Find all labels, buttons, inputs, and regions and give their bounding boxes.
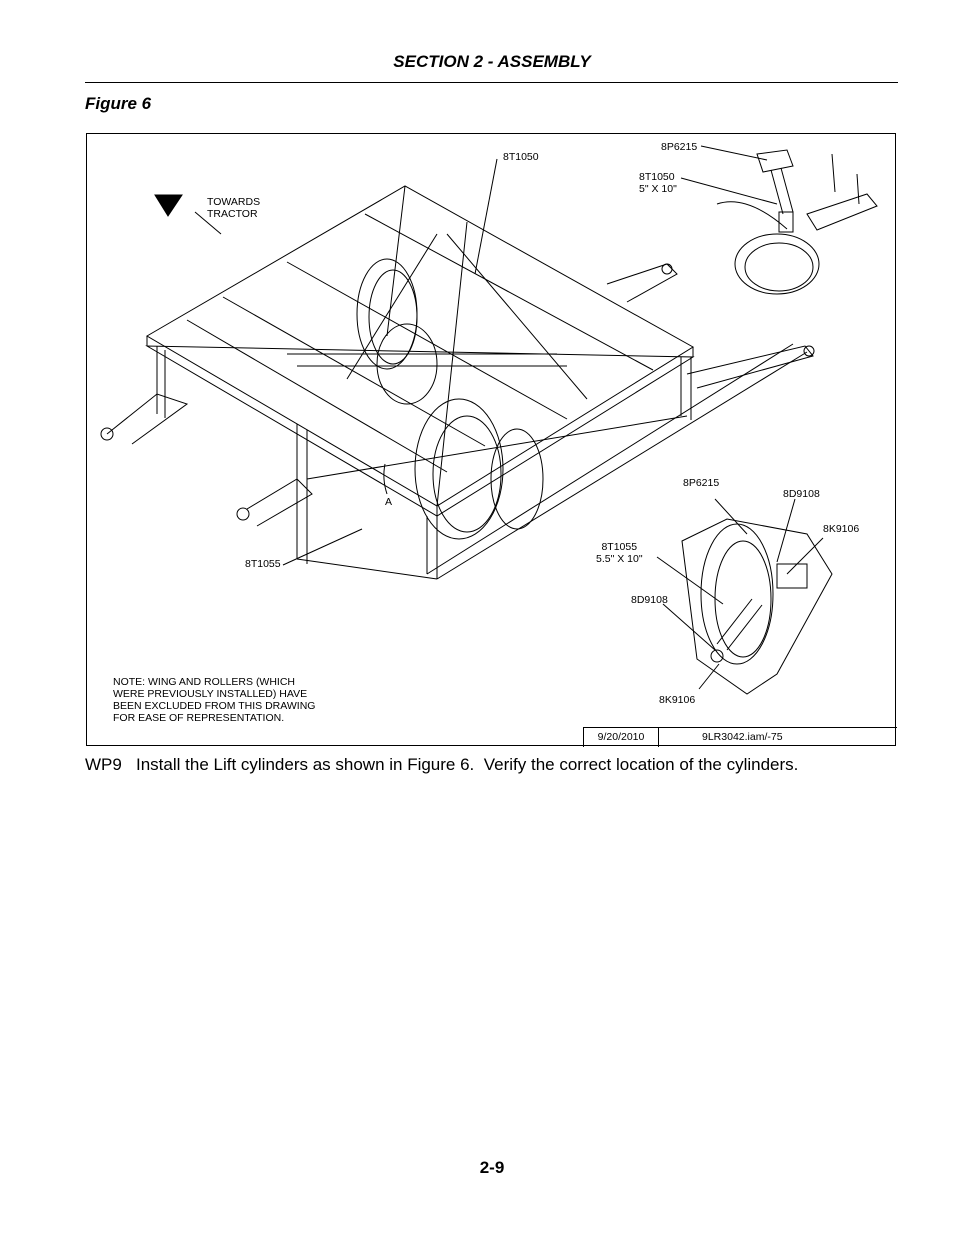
callout-8p6215-lower: 8P6215 [683, 477, 720, 489]
callout-8d9108-upper: 8D9108 [783, 488, 820, 500]
callout-8d9108-lower: 8D9108 [631, 594, 668, 606]
callout-8t1050-main: 8T1050 [503, 151, 539, 163]
frame-drawing [100, 145, 878, 695]
towards-tractor-arrow-icon [154, 194, 183, 217]
callout-8p6215-top: 8P6215 [661, 141, 698, 153]
callout-8k9106-lower: 8K9106 [659, 694, 696, 706]
figure-label: Figure 6 [85, 94, 152, 113]
callout-8t1050-inset: 8T1050 5" X 10" [639, 171, 677, 195]
rotation-arrow [383, 463, 388, 495]
drawing-date: 9/20/2010 [584, 728, 659, 747]
instruction-wp9: WP9 Install the Lift cylinders as shown … [85, 755, 799, 774]
callout-8t1055-inset: 8T1055 5.5" X 10" [596, 541, 643, 565]
title-block: 9/20/2010 9LR3042.iam/-75 [583, 727, 897, 747]
inset-cylinder-view [680, 145, 878, 295]
drawing-note: NOTE: WING AND ROLLERS (WHICH WERE PREVI… [113, 676, 316, 724]
header-rule [85, 82, 898, 83]
callout-8t1055-main: 8T1055 [245, 558, 281, 570]
callout-towards-tractor: TOWARDS TRACTOR [207, 196, 261, 220]
main-frame [100, 185, 815, 580]
callout-a: A [385, 496, 393, 508]
page-number: 2-9 [479, 1158, 505, 1177]
inset-roller-view [656, 498, 833, 695]
figure-drawing: TOWARDS TRACTOR 8T1050 8P6215 8T1050 5" … [86, 133, 897, 747]
main-wheels [356, 258, 544, 540]
leader-8t1050 [474, 158, 498, 275]
section-title: SECTION 2 - ASSEMBLY [393, 52, 591, 71]
callout-8k9106-upper: 8K9106 [823, 523, 860, 535]
drawing-file: 9LR3042.iam/-75 [702, 731, 783, 743]
